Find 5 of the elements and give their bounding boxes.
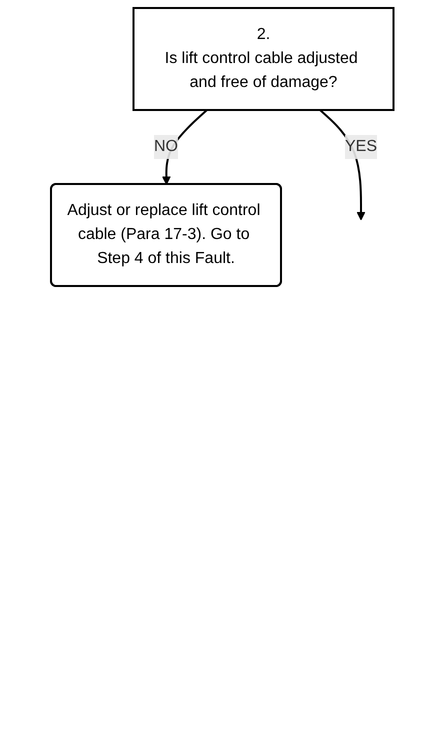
edge-label: YES	[344, 138, 377, 155]
node-box: 2. Is lift control cable adjusted and free of damage?	[132, 7, 394, 111]
node-text: Adjust or replace lift control cable (Para 17-3). Go to Step 4 of this Fault.	[67, 202, 260, 267]
arrow	[162, 109, 208, 185]
edge-label: NO	[154, 138, 178, 155]
